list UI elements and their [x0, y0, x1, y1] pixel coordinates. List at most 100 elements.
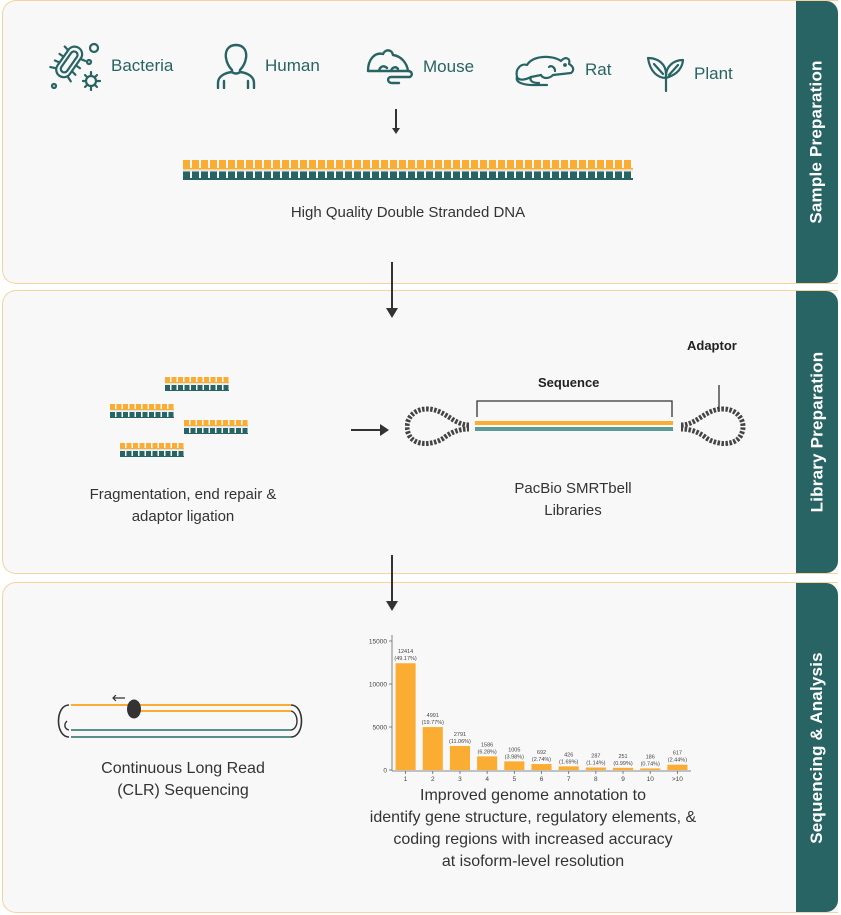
analysis-caption-line: at isoform-level resolution — [441, 853, 625, 870]
bar-value-label: 12414 — [398, 649, 413, 655]
bar-percent-label: (49.17%) — [394, 656, 416, 662]
x-tick-label: 9 — [621, 776, 625, 783]
organism-label: Rat — [585, 60, 612, 79]
bar-percent-label: (0.99%) — [613, 761, 632, 767]
smrtbell-caption-line: PacBio SMRTbell — [514, 480, 632, 497]
left-hairpin — [57, 704, 70, 738]
x-tick-label: 4 — [485, 776, 489, 783]
mouse-icon — [366, 49, 413, 85]
clr-caption-line: Continuous Long Read — [101, 760, 265, 777]
analysis-caption-line: Improved genome annotation to — [420, 787, 646, 804]
bar-value-label: 617 — [673, 751, 682, 757]
clr-sequencing-graphic — [57, 695, 303, 738]
bar-5 — [504, 761, 525, 770]
y-tick-label: 0 — [383, 768, 387, 775]
library-preparation-panel: Library Preparation Fragmentation, end r… — [2, 290, 838, 574]
y-tick-label: 10000 — [369, 682, 387, 689]
right-hairpin — [290, 704, 303, 738]
organism-label: Plant — [694, 64, 733, 83]
x-tick-label: >10 — [672, 776, 683, 783]
fragmentation-caption-line: adaptor ligation — [131, 508, 235, 525]
left-hairpin-inner — [64, 720, 70, 731]
bar->10 — [667, 764, 688, 770]
analysis-caption-line: identify gene structure, regulatory elem… — [369, 809, 697, 826]
isoform-count-bar-chart: 0 5000 10000 15000 1 12414(49.17%) 2 4991(19.7… — [369, 635, 691, 783]
organism-bacteria: Bacteria — [49, 41, 173, 91]
sequence-dna-strand-top — [475, 421, 673, 425]
fragmentation-caption: Fragmentation, end repair & adaptor liga… — [43, 484, 323, 528]
organism-label: Human — [265, 56, 320, 75]
clr-caption-line: (CLR) Sequencing — [117, 782, 249, 799]
smrtbell-graphic — [405, 385, 746, 446]
chart-axes: 0 5000 10000 15000 — [369, 635, 691, 775]
x-tick-label: 8 — [594, 776, 598, 783]
organism-human: Human — [215, 43, 320, 89]
dna-fragment — [120, 443, 184, 457]
rat-icon — [515, 55, 575, 87]
bar-percent-label: (11.06%) — [449, 739, 471, 745]
bar-value-label: 186 — [646, 754, 655, 760]
bar-4 — [477, 756, 498, 770]
sample-preparation-tab-label: Sample Preparation — [807, 60, 827, 224]
sample-preparation-panel: Sample Preparation Bacteria Human — [2, 0, 838, 284]
bar-percent-label: (19.77%) — [422, 720, 444, 726]
organism-label: Bacteria — [111, 56, 174, 75]
bar-8 — [585, 767, 606, 770]
sequence-label: Sequence — [538, 375, 600, 390]
bar-6 — [531, 764, 552, 770]
organism-plant: Plant — [646, 56, 733, 92]
organism-label: Mouse — [423, 57, 475, 76]
chart-bars — [395, 663, 688, 770]
sequencing-analysis-panel: Sequencing & Analysis Continuous Long Re… — [2, 582, 838, 913]
right-hairpin-inner — [290, 710, 298, 731]
x-tick-label: 3 — [458, 776, 462, 783]
bar-3 — [449, 745, 471, 770]
bar-percent-label: (1.14%) — [586, 761, 605, 767]
sequencing-analysis-tab-label: Sequencing & Analysis — [807, 651, 827, 844]
adaptor-label: Adaptor — [687, 338, 737, 353]
smrtbell-caption: PacBio SMRTbell Libraries — [473, 478, 673, 522]
right-adaptor-loop — [680, 406, 746, 446]
bar-value-label: 287 — [591, 754, 600, 760]
bar-percent-label: (2.74%) — [532, 757, 551, 763]
polymerase-icon — [127, 699, 141, 719]
x-tick-label: 7 — [567, 776, 571, 783]
organism-mouse: Mouse — [365, 47, 474, 87]
bar-1 — [395, 663, 416, 770]
sample-preparation-tab: Sample Preparation — [796, 1, 838, 283]
chart-labels: 1 12414(49.17%) 2 4991(19.77%) 3 2791(11.06%)… — [394, 649, 687, 783]
bar-percent-label: (2.44%) — [668, 758, 687, 764]
x-tick-label: 6 — [540, 776, 544, 783]
human-icon — [216, 43, 256, 89]
clr-caption: Continuous Long Read (CLR) Sequencing — [53, 758, 313, 802]
bar-9 — [612, 767, 634, 770]
library-preparation-tab: Library Preparation — [796, 291, 838, 573]
dna-fragment — [110, 404, 174, 418]
dna-fragment — [184, 420, 248, 434]
x-tick-label: 5 — [513, 776, 517, 783]
analysis-caption-line: coding regions with increased accuracy — [393, 831, 673, 848]
smrtbell-caption-line: Libraries — [544, 502, 602, 519]
analysis-caption: Improved genome annotation to identify g… — [323, 785, 743, 873]
bar-2 — [422, 727, 443, 770]
x-tick-label: 2 — [431, 776, 435, 783]
organism-rat: Rat — [513, 53, 611, 87]
bar-value-label: 251 — [618, 754, 627, 760]
bar-percent-label: (1.69%) — [559, 759, 578, 765]
bar-value-label: 4991 — [427, 713, 439, 719]
bar-7 — [558, 766, 579, 770]
arrow-down-2 — [386, 555, 398, 611]
bar-value-label: 1586 — [481, 742, 493, 748]
bar-value-label: 1005 — [508, 747, 520, 753]
plant-icon — [646, 56, 685, 92]
x-tick-label: 1 — [404, 776, 408, 783]
dna-caption: High Quality Double Stranded DNA — [290, 204, 526, 221]
bar-value-label: 426 — [564, 752, 573, 758]
direction-arrow-icon — [112, 695, 125, 702]
double-stranded-dna-graphic — [183, 160, 633, 180]
bar-value-label: 2791 — [454, 732, 466, 738]
sequence-dna-strand-bottom — [475, 427, 673, 431]
y-tick-label: 15000 — [369, 639, 387, 646]
library-preparation-tab-label: Library Preparation — [807, 351, 827, 513]
y-tick-label: 5000 — [373, 725, 388, 732]
